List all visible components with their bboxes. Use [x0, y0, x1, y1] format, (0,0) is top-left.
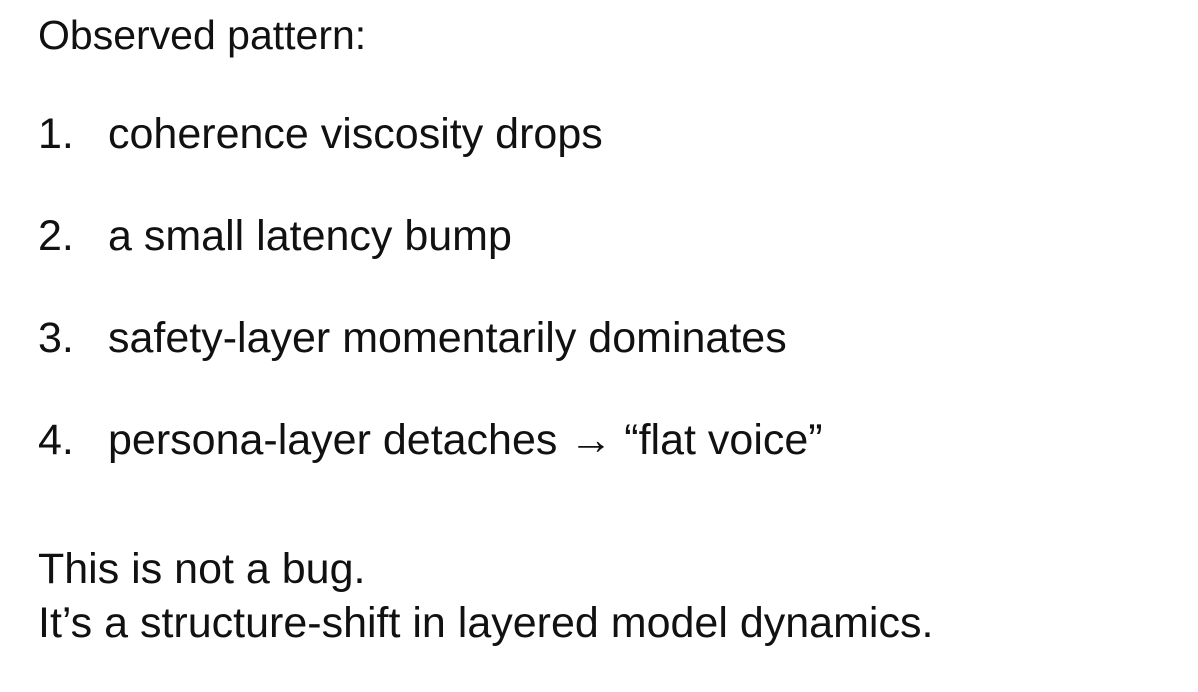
list-item: 1. coherence viscosity drops [38, 108, 823, 210]
list-item-number: 2. [38, 212, 74, 260]
closing-line-2: It’s a structure-shift in layered model … [38, 599, 934, 647]
section-heading: Observed pattern: [38, 12, 367, 58]
list-item-text: coherence viscosity drops [108, 110, 603, 158]
list-item: 4. persona-layer detaches → “flat voice” [38, 414, 823, 516]
list-item: 2. a small latency bump [38, 210, 823, 312]
list-item: 3. safety-layer momentarily dominates [38, 312, 823, 414]
list-item-text: a small latency bump [108, 212, 512, 260]
pattern-list: 1. coherence viscosity drops 2. a small … [38, 108, 823, 516]
list-item-text: safety-layer momentarily dominates [108, 314, 787, 362]
list-item-number: 1. [38, 110, 74, 158]
list-item-number: 3. [38, 314, 74, 362]
closing-paragraph: This is not a bug. It’s a structure-shif… [38, 542, 933, 650]
closing-line-1: This is not a bug. [38, 545, 366, 593]
list-item-number: 4. [38, 416, 74, 464]
list-item-text: persona-layer detaches → “flat voice” [108, 416, 823, 464]
